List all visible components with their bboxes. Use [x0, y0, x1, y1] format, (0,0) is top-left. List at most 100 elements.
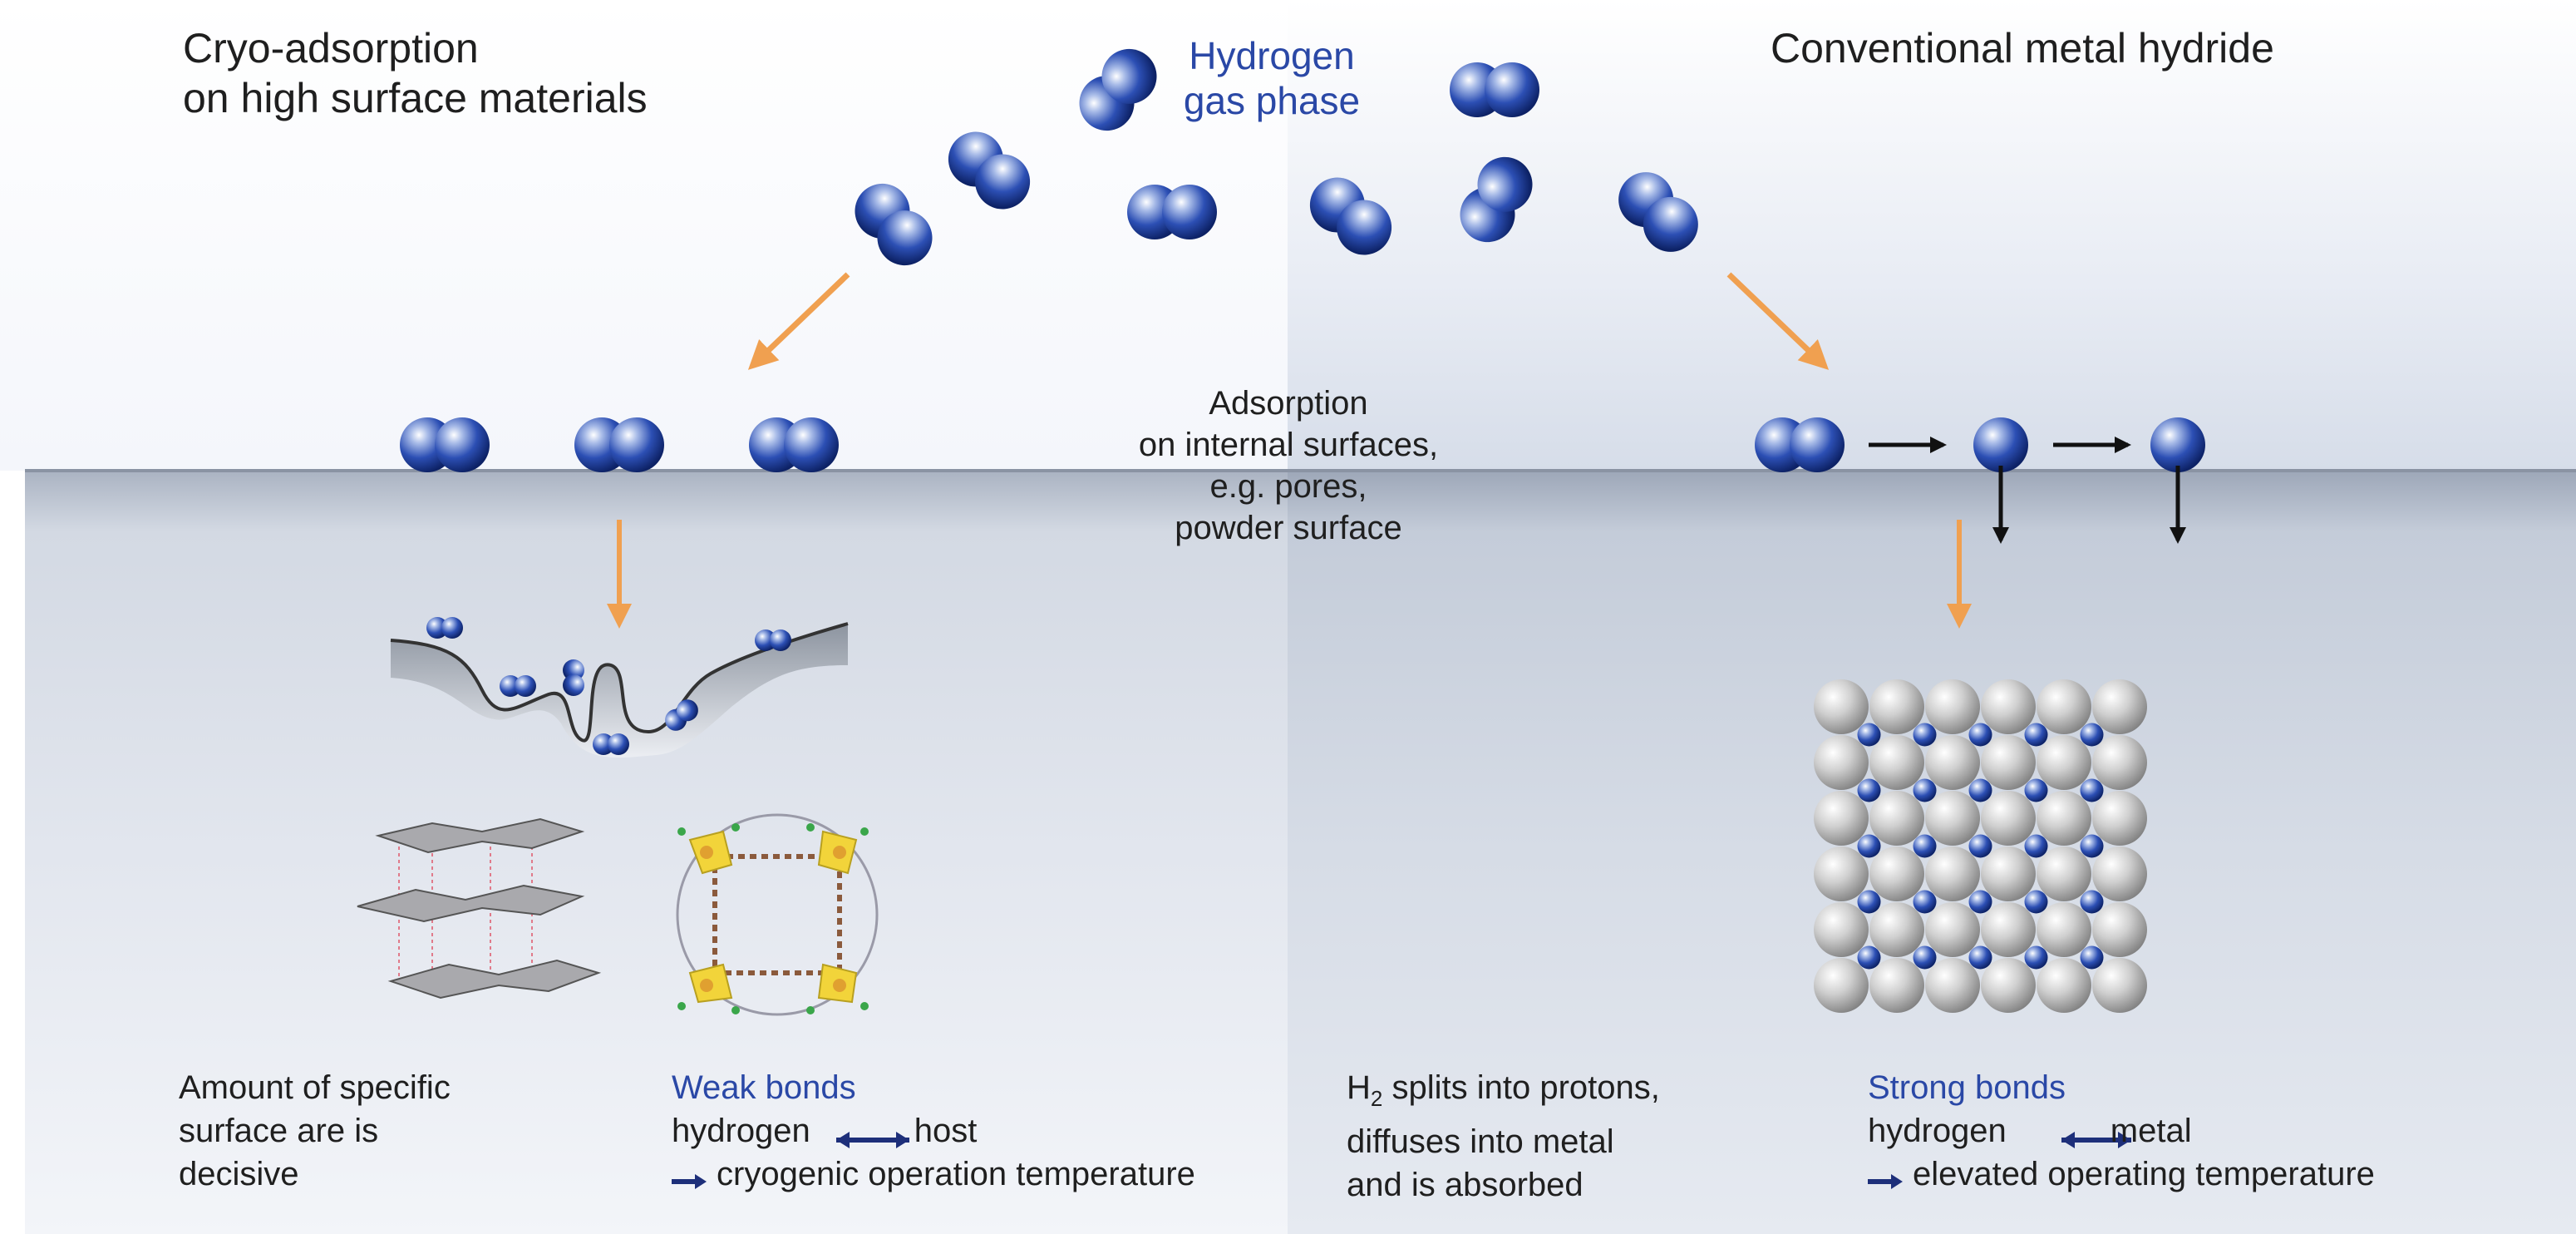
hydrogen-atom — [1968, 834, 1992, 858]
left-caption-line3: decisive — [179, 1156, 299, 1192]
strong-bonds-relation: hydrogen metal — [1868, 1109, 2375, 1153]
weak-consequence-arrow-icon — [672, 1174, 707, 1189]
metal-atom — [1869, 679, 1924, 734]
hydrogen-atom — [1968, 945, 1992, 970]
left-title-line1: Cryo-adsorption — [183, 25, 479, 72]
adsorption-line1: Adsorption — [1209, 385, 1368, 422]
metal-atom — [1869, 791, 1924, 846]
metal-atom — [2092, 847, 2147, 901]
left-title-line2: on high surface materials — [183, 75, 648, 121]
hydrogen-atom — [1857, 834, 1881, 858]
left-title: Cryo-adsorption on high surface material… — [183, 23, 648, 123]
h2-caption: H2 splits into protons, diffuses into me… — [1347, 1066, 1660, 1207]
metal-atom — [2037, 791, 2091, 846]
metal-atom — [1869, 958, 1924, 1013]
adsorption-label: Adsorption on internal surfaces, e.g. po… — [1072, 383, 1505, 549]
strong-bonds-block: Strong bonds hydrogen metal elevated oper… — [1868, 1066, 2375, 1196]
gas-phase-label: Hydrogen gas phase — [1172, 33, 1372, 123]
h2-caption-rest: splits into protons, — [1382, 1069, 1660, 1106]
metal-atom — [1869, 735, 1924, 790]
metal-atom — [1925, 735, 1980, 790]
metal-atom — [1981, 791, 2036, 846]
hydrogen-atom — [1968, 890, 1992, 914]
hydrogen-atom — [1857, 723, 1881, 747]
hydrogen-atom — [1857, 890, 1881, 914]
absorption-arrow — [1726, 272, 1830, 370]
hydrogen-atom — [1968, 723, 1992, 747]
metal-atom — [1925, 847, 1980, 901]
left-material — [25, 471, 1288, 1234]
hydrogen-atom — [1913, 890, 1937, 914]
metal-atom — [2092, 791, 2147, 846]
strong-bonds-title: Strong bonds — [1868, 1069, 2066, 1106]
gas-phase-line2: gas phase — [1183, 79, 1361, 122]
hydrogen-atom — [2080, 778, 2104, 802]
metal-atom — [2092, 958, 2147, 1013]
strong-bonds-consequence-line: elevated operating temperature — [1868, 1153, 2375, 1196]
weak-bonds-right: host — [914, 1113, 978, 1149]
hydrogen-atom — [1913, 945, 1937, 970]
strong-bonds-consequence: elevated operating temperature — [1913, 1156, 2375, 1192]
h2-caption-line1: H2 splits into protons, — [1347, 1066, 1660, 1120]
metal-atom — [1869, 902, 1924, 957]
hydrogen-atom — [1857, 945, 1881, 970]
porous-surface — [390, 617, 849, 758]
metal-atom — [1981, 958, 2036, 1013]
metal-atom — [1925, 902, 1980, 957]
h2-caption-sub: 2 — [1370, 1086, 1383, 1111]
metal-atom — [1814, 847, 1869, 901]
metal-atom — [1814, 791, 1869, 846]
metal-atom — [2037, 902, 2091, 957]
hydrogen-atom — [2080, 723, 2104, 747]
metal-atom — [2092, 902, 2147, 957]
hydrogen-atom — [2024, 890, 2048, 914]
hydrogen-atom — [1913, 834, 1937, 858]
hydrogen-atom — [1857, 778, 1881, 802]
hydrogen-atom — [2024, 834, 2048, 858]
adsorption-arrow — [747, 272, 850, 370]
hydrogen-atom — [2024, 778, 2048, 802]
layered-structure — [357, 817, 602, 1000]
metal-atom — [2092, 679, 2147, 734]
metal-atom — [1925, 791, 1980, 846]
hydrogen-atom — [2080, 890, 2104, 914]
metal-atom — [1925, 679, 1980, 734]
strong-consequence-arrow-icon — [1868, 1174, 1903, 1189]
metal-atom — [2037, 958, 2091, 1013]
h2-caption-line2: diffuses into metal — [1347, 1123, 1614, 1160]
weak-bonds-consequence: cryogenic operation temperature — [717, 1156, 1195, 1192]
left-sky — [0, 0, 1288, 471]
left-caption: Amount of specific surface are is decisi… — [179, 1066, 451, 1196]
metal-atom — [2037, 679, 2091, 734]
weak-bonds-left: hydrogen — [672, 1113, 810, 1149]
metal-atom — [2037, 847, 2091, 901]
metal-atom — [2037, 735, 2091, 790]
hydrogen-atom — [2080, 834, 2104, 858]
strong-bonds-left: hydrogen — [1868, 1113, 2007, 1149]
strong-bonds-right: metal — [2110, 1113, 2192, 1149]
weak-bond-arrow-icon — [836, 1132, 909, 1148]
h2-caption-h: H — [1347, 1069, 1371, 1106]
metal-atom — [1814, 679, 1869, 734]
metal-atom — [2092, 735, 2147, 790]
metal-atom — [1981, 902, 2036, 957]
hydrogen-atom — [1968, 778, 1992, 802]
hydrogen-atom — [2024, 945, 2048, 970]
left-caption-line2: surface are is — [179, 1113, 379, 1149]
adsorbed-molecules — [400, 417, 839, 472]
framework-structure — [676, 813, 879, 1016]
metal-atom — [1981, 679, 2036, 734]
hydrogen-atom — [1913, 778, 1937, 802]
metal-atom — [1814, 735, 1869, 790]
h2-caption-line3: and is absorbed — [1347, 1167, 1584, 1203]
hydrogen-atom — [1913, 723, 1937, 747]
metal-atom — [1981, 847, 2036, 901]
metal-atom — [1925, 958, 1980, 1013]
metal-atom — [1814, 958, 1869, 1013]
right-title: Conventional metal hydride — [1771, 25, 2274, 72]
metal-atom — [1869, 847, 1924, 901]
metal-lattice — [1814, 679, 2147, 1013]
adsorption-line3: e.g. pores, — [1209, 468, 1367, 505]
